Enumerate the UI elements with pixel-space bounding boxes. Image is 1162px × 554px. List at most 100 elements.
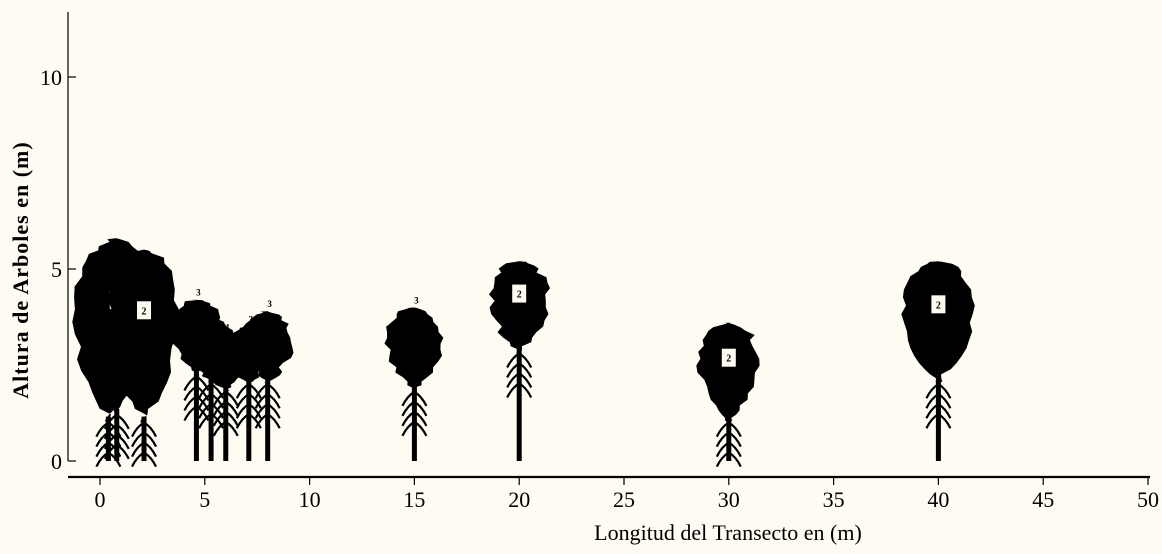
tree-sprig (195, 375, 210, 392)
tree-sprig (116, 443, 130, 460)
tree-sprig (728, 441, 742, 458)
tree-sprig (267, 383, 281, 399)
tree-sprig (506, 382, 520, 398)
tree-sprig (103, 413, 118, 430)
y-tick-label: 10 (40, 65, 62, 90)
tree-sprig (518, 352, 533, 368)
x-tick-label: 20 (508, 487, 530, 512)
tree-sprig (518, 382, 533, 398)
stratum-label: 2 (142, 306, 147, 317)
tree-sprig (506, 362, 520, 378)
tree-sprig (254, 383, 269, 399)
tree-sprig (183, 395, 197, 412)
tree-sprig (131, 451, 145, 468)
y-axis-title: Altura de Arboles en (m) (8, 141, 33, 398)
x-tick-label: 45 (1032, 487, 1054, 512)
tree-crown (696, 322, 760, 423)
tree-sprig (248, 393, 262, 409)
tree-sprig (937, 383, 952, 399)
tree-sprig (715, 421, 730, 438)
tree-sprig (225, 390, 239, 407)
stratum-label: 2 (517, 290, 522, 301)
tree-sprig (248, 413, 262, 429)
tree-sprig (225, 410, 239, 427)
tree-sprig (198, 413, 212, 429)
tree-sprig (937, 413, 952, 429)
tree-trunk (265, 378, 271, 461)
tree-sprig (715, 431, 730, 448)
stratum-box (931, 295, 946, 314)
tree-sprig (248, 403, 262, 419)
tree-sprig (103, 433, 118, 450)
tree-sprig (937, 393, 952, 409)
tree-sprig (925, 393, 939, 409)
tree-trunk (726, 416, 732, 461)
tree-sprig (103, 443, 118, 460)
y-tick-label: 5 (51, 257, 62, 282)
tree-sprig (143, 421, 157, 438)
tree-sprig (937, 403, 952, 419)
x-tick-label: 40 (927, 487, 949, 512)
tree-sprig (212, 400, 227, 417)
stratum-box (137, 301, 152, 320)
y-tick-label: 0 (51, 449, 62, 474)
tree-sprig (183, 405, 197, 422)
tree-sprig (225, 420, 239, 437)
tree-sprig (728, 431, 742, 448)
tree-mark: 2 (108, 249, 182, 468)
tree-sprig (103, 423, 118, 440)
tree-trunk (516, 347, 522, 461)
tree-trunk (935, 378, 941, 461)
tree-mark: 2 (696, 322, 760, 468)
tree-sprig (518, 362, 533, 378)
tree-mark: 3 (384, 295, 444, 461)
tree-crown (489, 261, 550, 354)
tree-sprig (728, 421, 742, 438)
tree-sprig (413, 420, 428, 437)
tree-sprig (401, 390, 415, 407)
tree-sprig (254, 393, 269, 409)
tree-sprig (235, 393, 250, 409)
tree-trunk (105, 416, 111, 461)
tree-sprig (131, 421, 145, 438)
tree-sprig (267, 393, 281, 409)
tree-marks: 122331333222 (72, 238, 975, 468)
tree-sprig (198, 403, 212, 419)
stratum-label: 2 (726, 354, 731, 365)
tree-mark: 2 (489, 261, 550, 461)
x-tick-label: 25 (613, 487, 635, 512)
x-tick-label: 15 (403, 487, 425, 512)
tree-crown (240, 311, 294, 385)
tree-trunk (411, 385, 417, 461)
tree-sprig (183, 375, 197, 392)
stratum-box (721, 348, 736, 367)
stratum-label: 3 (211, 307, 216, 317)
tree-sprig (728, 451, 742, 468)
tree-sprig (254, 403, 269, 419)
tree-sprig (248, 383, 262, 399)
tree-sprig (413, 410, 428, 427)
tree-sprig (518, 372, 533, 388)
tree-sprig (401, 410, 415, 427)
tree-trunk (208, 378, 214, 461)
tree-sprig (235, 383, 250, 399)
x-axis-title: Longitud del Transecto en (m) (594, 520, 862, 545)
tree-trunk (246, 378, 252, 461)
tree-sprig (401, 420, 415, 437)
tree-sprig (198, 383, 212, 399)
tree-sprig (715, 451, 730, 468)
tree-sprig (143, 451, 157, 468)
stratum-label: 1 (226, 322, 231, 332)
tree-sprig (116, 423, 130, 440)
tree-sprig (212, 390, 227, 407)
tree-crown (901, 261, 975, 385)
tree-trunk (223, 385, 229, 461)
tree-sprig (235, 403, 250, 419)
stratum-label: 3 (267, 299, 272, 309)
tree-mark: 3 (240, 299, 294, 461)
stratum-label: 3 (414, 295, 419, 305)
tree-crown (108, 249, 182, 423)
tree-sprig (212, 420, 227, 437)
tree-sprig (183, 385, 197, 402)
